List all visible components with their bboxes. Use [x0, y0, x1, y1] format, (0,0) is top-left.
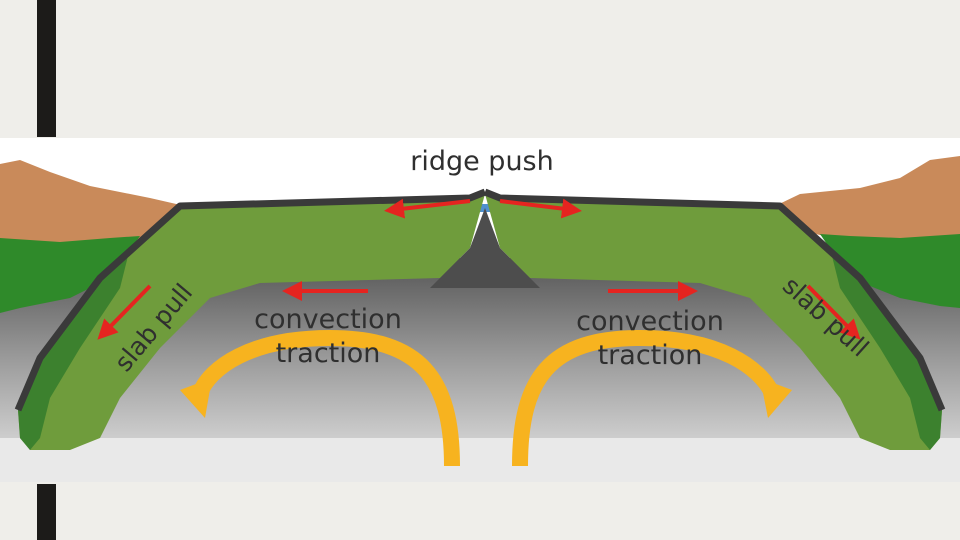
ridge-push-arrow-left	[384, 198, 471, 219]
diagram-svg: ridge push convection traction convectio…	[0, 138, 960, 482]
accent-bar-bottom	[37, 484, 56, 540]
plate-tectonics-diagram: ridge push convection traction convectio…	[0, 138, 960, 482]
plate-right-underside	[830, 248, 942, 450]
slab-pull-arrow-left	[97, 284, 152, 340]
continent-right	[775, 156, 960, 250]
continent-left-green	[0, 236, 140, 313]
plate-left-underside	[18, 248, 130, 450]
convection-cell-left	[192, 329, 460, 467]
mantle-lower	[0, 438, 960, 482]
crust-edge-left	[14, 188, 487, 412]
ridge-upwelling	[430, 208, 540, 288]
slab-pull-arrow-right	[806, 284, 861, 340]
ridge-push-arrow-right	[499, 198, 582, 219]
convection-cell-right	[512, 329, 780, 467]
traction-label-left: traction	[276, 338, 381, 369]
plate-right	[485, 194, 942, 450]
crust-edge-right	[483, 188, 946, 412]
continent-right-green	[820, 234, 960, 308]
plate-left	[18, 194, 485, 450]
accent-bar-top	[37, 0, 56, 137]
convection-label-left: convection	[254, 304, 402, 335]
convection-cell-right-head	[760, 378, 792, 418]
ridge-push-label: ridge push	[410, 146, 554, 177]
continent-left	[0, 160, 185, 256]
traction-label-right: traction	[598, 340, 703, 371]
convection-cell-left-head	[180, 378, 212, 418]
convection-label-right: convection	[576, 306, 724, 337]
